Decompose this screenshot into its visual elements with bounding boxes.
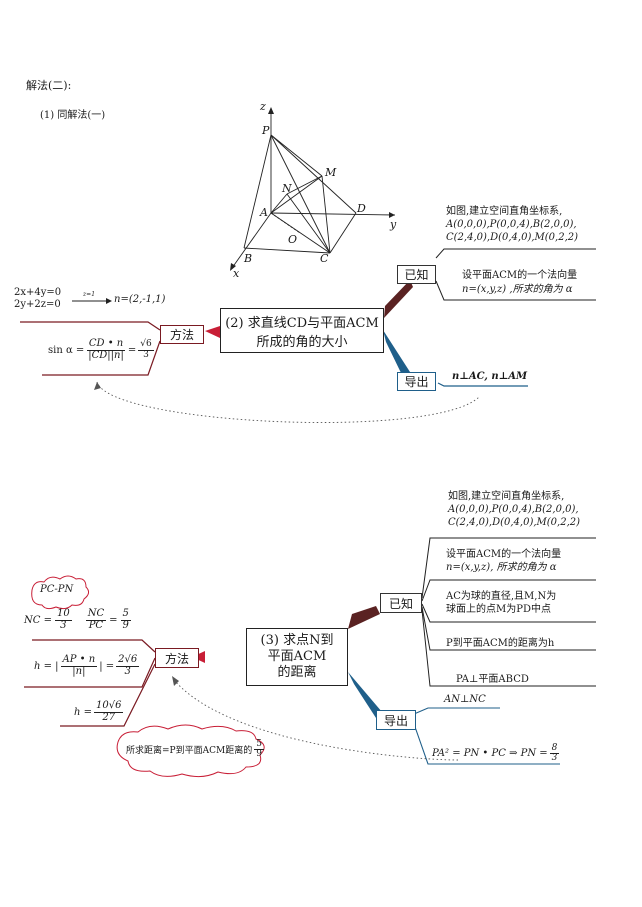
ratio-num: NC xyxy=(85,608,107,621)
part2-center-line1: (2) 求直线CD与平面ACM xyxy=(225,315,379,331)
label-x: x xyxy=(233,267,240,280)
nc-num: 10 xyxy=(54,608,72,621)
label-P: P xyxy=(262,124,270,137)
part3-known-item-3: AC为球的直径,且M,N为 球面上的点M为PD中点 xyxy=(446,590,556,616)
part2-system: 2x+4y=0 2y+2z=0 xyxy=(14,287,61,311)
ratio-den: PC xyxy=(88,619,104,631)
sin-value-num: √6 xyxy=(138,339,154,351)
label-O: O xyxy=(288,233,298,246)
pn-num: 8 xyxy=(549,743,560,755)
part3-derive-label: 导出 xyxy=(376,710,416,730)
label-C: C xyxy=(320,252,329,265)
part2-derive-label: 导出 xyxy=(397,372,436,391)
nc-den: 3 xyxy=(60,619,67,631)
cloud2-den: 9 xyxy=(256,749,262,760)
sin-denominator: |CD||n| xyxy=(88,349,124,361)
h-val-num: 2√6 xyxy=(116,654,140,667)
part3-connectors xyxy=(24,537,596,778)
label-M: M xyxy=(325,166,337,179)
label-N: N xyxy=(282,182,292,195)
sin-prefix: sin α = xyxy=(48,344,85,356)
p3-k3-line1: AC为球的直径,且M,N为 xyxy=(446,591,557,602)
part2-known-line2: A(0,0,0),P(0,0,4),B(2,0,0), xyxy=(446,219,577,230)
pn-expression: PA² = PN • PC ⇒ PN = xyxy=(432,748,548,760)
p3-k3-line2: 球面上的点M为PD中点 xyxy=(446,604,551,615)
part2-method-label: 方法 xyxy=(160,325,204,344)
sin-numerator: CD • n xyxy=(86,338,126,351)
x-axis xyxy=(231,212,272,269)
part2-center-line2: 所成的角的大小 xyxy=(256,334,348,350)
part3-center-line3: 的距离 xyxy=(277,665,317,680)
p3-k1-line1: 如图,建立空间直角坐标系, xyxy=(448,491,565,502)
part3-center-box: (3) 求点N到 平面ACM 的距离 xyxy=(246,628,348,686)
cloud2-text: 所求距离=P到平面ACM距离的 xyxy=(126,746,253,757)
p3-k1-line2: A(0,0,0),P(0,0,4),B(2,0,0), xyxy=(448,504,579,515)
h-prefix: h = | xyxy=(34,660,59,672)
part2-connectors xyxy=(20,248,596,423)
part3-known-item-4: P到平面ACM的距离为h xyxy=(446,638,555,649)
part2-eq2: 2y+2z=0 xyxy=(14,299,61,310)
part3-center-line1: (3) 求点N到 xyxy=(260,633,334,648)
h2-den: 27 xyxy=(102,711,116,723)
part3-known-item-1: 如图,建立空间直角坐标系, A(0,0,0),P(0,0,4),B(2,0,0)… xyxy=(448,490,580,529)
p3-k1-line3: C(2,4,0),D(0,4,0),M(0,2,2) xyxy=(448,517,581,528)
part2-derive-text: n⊥AC, n⊥AM xyxy=(452,371,528,382)
p3-k2-line2: n=(x,y,z), 所求的角为 α xyxy=(446,562,557,573)
part2-center-box: (2) 求直线CD与平面ACM 所成的角的大小 xyxy=(220,308,384,353)
part2-eq1: 2x+4y=0 xyxy=(14,287,62,298)
part3-method-label: 方法 xyxy=(155,648,199,668)
part3-derive-item-1: AN⊥NC xyxy=(444,694,486,705)
part2-arrow-note: z=1 xyxy=(83,291,96,298)
part3-known-item-2: 设平面ACM的一个法向量 n=(x,y,z), 所求的角为 α xyxy=(446,548,561,574)
label-A: A xyxy=(260,206,268,219)
part2-known2-line2: n=(x,y,z) ,所求的角为 α xyxy=(462,284,573,295)
h-num: AP • n xyxy=(60,654,98,667)
ratio-val-den: 9 xyxy=(122,619,129,631)
ratio-val-num: 5 xyxy=(120,608,131,621)
pn-den: 3 xyxy=(551,753,558,764)
part2-known-text2: 设平面ACM的一个法向量 n=(x,y,z) ,所求的角为 α xyxy=(462,269,577,297)
nc-prefix: NC = xyxy=(24,614,52,626)
y-axis xyxy=(270,212,396,216)
part2-known2-line1: 设平面ACM的一个法向量 xyxy=(462,270,578,281)
label-D: D xyxy=(357,202,366,215)
label-B: B xyxy=(244,252,253,265)
part2-known-label: 已知 xyxy=(397,265,436,284)
label-z: z xyxy=(260,100,266,113)
part2-known-text: 如图,建立空间直角坐标系, A(0,0,0),P(0,0,4),B(2,0,0)… xyxy=(446,205,578,244)
h-suffix: | = xyxy=(99,660,115,672)
solution-step-1: (1) 同解法(一) xyxy=(40,110,106,121)
h-den: |n| xyxy=(72,665,86,677)
label-y: y xyxy=(390,218,397,231)
part2-known-line3: C(2,4,0),D(0,4,0),M(0,2,2) xyxy=(446,232,579,243)
part3-cloud1: PC-PN xyxy=(40,584,74,595)
cloud2-num: 5 xyxy=(254,739,264,751)
sin-value-den: 3 xyxy=(143,349,149,360)
h2-prefix: h = xyxy=(74,706,92,718)
p3-k2-line1: 设平面ACM的一个法向量 xyxy=(446,549,562,560)
sin-eq: = xyxy=(127,344,137,356)
part3-known-item-5: PA⊥平面ABCD xyxy=(456,674,529,685)
solution-title: 解法(二): xyxy=(26,79,72,92)
part3-center-line2: 平面ACM xyxy=(267,649,327,664)
h2-num: 10√6 xyxy=(94,700,124,713)
part3-known-label: 已知 xyxy=(380,593,422,613)
part2-normal-result: n=(2,-1,1) xyxy=(114,294,166,305)
part2-known-line1: 如图,建立空间直角坐标系, xyxy=(446,206,563,217)
geometry-figure xyxy=(231,110,396,269)
h-val-den: 3 xyxy=(124,665,131,677)
ratio-eq: = xyxy=(109,614,118,626)
